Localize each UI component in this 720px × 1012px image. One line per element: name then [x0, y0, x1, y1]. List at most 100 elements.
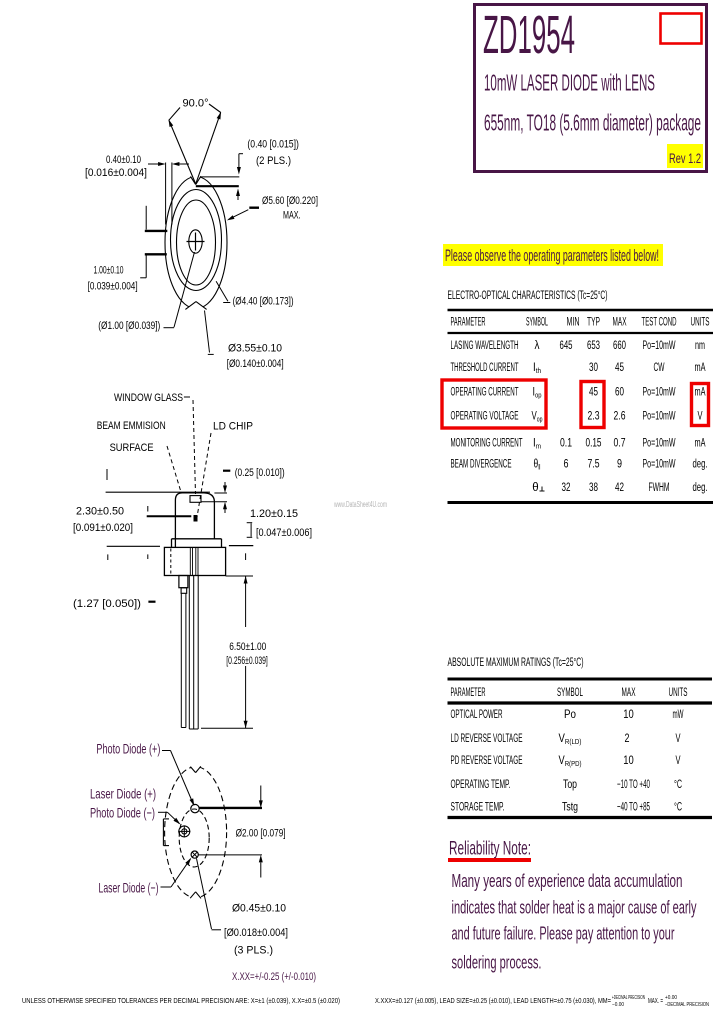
svg-text:38: 38 [589, 482, 598, 494]
svg-text:Photo Diode (−): Photo Diode (−) [90, 805, 155, 821]
svg-text:[0.047±0.006]: [0.047±0.006] [256, 527, 312, 539]
svg-text:MIN: MIN [567, 317, 580, 329]
svg-text:SURFACE: SURFACE [110, 442, 154, 454]
svg-text:2.3: 2.3 [588, 411, 600, 423]
svg-text:mA: mA [695, 362, 706, 374]
svg-text:Many years of experience data: Many years of experience data accumulati… [452, 870, 683, 891]
svg-text:SYMBOL: SYMBOL [557, 687, 583, 699]
svg-text:deg.: deg. [693, 459, 708, 471]
svg-text:Po=10mW: Po=10mW [643, 438, 676, 450]
svg-text:PARAMETER: PARAMETER [451, 687, 486, 699]
svg-text:OPTICAL POWER: OPTICAL POWER [451, 709, 503, 721]
svg-text:V: V [698, 411, 703, 423]
svg-text:X.XX=+/-0.25 (+/-0.010): X.XX=+/-0.25 (+/-0.010) [232, 971, 316, 983]
svg-text:Top: Top [563, 779, 577, 791]
svg-text:0.7: 0.7 [614, 438, 626, 450]
svg-text:Ø2.00 [0.079]: Ø2.00 [0.079] [236, 828, 286, 840]
svg-text:MAX: MAX [622, 687, 636, 699]
svg-text:2.6: 2.6 [614, 411, 626, 423]
svg-text:Photo Diode (+): Photo Diode (+) [96, 741, 160, 757]
svg-text:UNITS: UNITS [691, 317, 710, 329]
svg-text:PARAMETER: PARAMETER [451, 317, 486, 329]
svg-text:[0.016±0.004]: [0.016±0.004] [85, 167, 147, 179]
svg-text:OPERATING VOLTAGE: OPERATING VOLTAGE [451, 411, 519, 423]
svg-text:UNITS: UNITS [669, 687, 688, 699]
svg-text:soldering process.: soldering process. [452, 952, 542, 973]
svg-text:60: 60 [615, 387, 624, 399]
svg-text:SYMBOL: SYMBOL [526, 317, 548, 329]
svg-text:°C: °C [674, 802, 682, 814]
svg-text:WINDOW GLASS: WINDOW GLASS [114, 392, 183, 404]
svg-text:OPERATING TEMP.: OPERATING TEMP. [451, 779, 511, 791]
svg-text:ELECTRO-OPTICAL CHARACTERISTIC: ELECTRO-OPTICAL CHARACTERISTICS (Tc=25°C… [448, 290, 608, 302]
svg-text:mA: mA [695, 438, 706, 450]
svg-text:Tstg: Tstg [562, 802, 578, 814]
svg-text:(Ø1.00 [Ø0.039]): (Ø1.00 [Ø0.039]) [98, 320, 160, 332]
svg-text:Please observe the operating p: Please observe the operating parameters … [445, 246, 659, 265]
svg-text:660: 660 [613, 340, 626, 352]
svg-text:2.30±0.50: 2.30±0.50 [76, 506, 124, 518]
svg-text:Ø5.60 [Ø0.220]: Ø5.60 [Ø0.220] [262, 195, 318, 207]
svg-text:653: 653 [587, 340, 600, 352]
svg-text:MAX: MAX [613, 317, 627, 329]
svg-text:6: 6 [564, 459, 569, 471]
svg-text:[Ø0.140±0.004]: [Ø0.140±0.004] [227, 358, 284, 370]
svg-text:X.XXX=±0.127 (±0.005), LEAD S: X.XXX=±0.127 (±0.005), LEAD SIZE=±0.25 (… [375, 998, 611, 1005]
svg-text:V: V [676, 755, 681, 767]
svg-text:Vop: Vop [532, 411, 543, 424]
svg-text:MAX.: MAX. [283, 210, 301, 222]
svg-text:TEST COND: TEST COND [642, 317, 677, 329]
svg-text:LD CHIP: LD CHIP [213, 421, 253, 433]
svg-text:VR(PD): VR(PD) [559, 755, 582, 768]
svg-text:Im: Im [533, 438, 541, 451]
svg-text:32: 32 [562, 482, 571, 494]
svg-text:LD REVERSE VOLTAGE: LD REVERSE VOLTAGE [451, 733, 523, 745]
svg-text:deg.: deg. [693, 482, 708, 494]
svg-text:PD REVERSE VOLTAGE: PD REVERSE VOLTAGE [451, 755, 523, 767]
svg-text:0.40±0.10: 0.40±0.10 [106, 154, 141, 166]
svg-text:θ‖: θ‖ [534, 459, 541, 472]
svg-text:0.1: 0.1 [560, 438, 572, 450]
svg-text:(0.40 [0.015]): (0.40 [0.015]) [247, 139, 299, 151]
svg-text:+DECIMAL PRECISION: +DECIMAL PRECISION [612, 995, 645, 1001]
svg-text:UNLESS OTHERWISE SPECIFIED TOL: UNLESS OTHERWISE SPECIFIED TOLERANCES PE… [22, 998, 340, 1005]
svg-text:(0.25 [0.010]): (0.25 [0.010]) [235, 467, 285, 479]
svg-text:BEAM EMMISION: BEAM EMMISION [97, 420, 166, 432]
svg-text:indicates that solder heat is: indicates that solder heat is a major ca… [452, 897, 697, 918]
svg-text:BEAM DIVERGENCE: BEAM DIVERGENCE [451, 459, 512, 471]
svg-text:ABSOLUTE MAXIMUM RATINGS (Tc=2: ABSOLUTE MAXIMUM RATINGS (Tc=25°C) [448, 657, 584, 669]
svg-text:[Ø0.018±0.004]: [Ø0.018±0.004] [224, 927, 288, 939]
svg-text:OPERATING CURRENT: OPERATING CURRENT [451, 387, 519, 399]
svg-text:THRESHOLD CURRENT: THRESHOLD CURRENT [451, 362, 519, 374]
svg-text:6.50±1.00: 6.50±1.00 [229, 641, 266, 653]
svg-text:Po: Po [564, 709, 576, 721]
svg-text:Reliability Note:: Reliability Note: [449, 838, 531, 860]
svg-text:MONITORING CURRENT: MONITORING CURRENT [451, 438, 523, 450]
svg-text:10: 10 [623, 755, 634, 767]
svg-text:1.20±0.15: 1.20±0.15 [250, 508, 298, 520]
svg-text:Iop: Iop [533, 387, 542, 400]
svg-text:−40 TO +85: −40 TO +85 [617, 802, 650, 814]
svg-text:MAX. =: MAX. = [648, 998, 663, 1005]
svg-text:Po=10mW: Po=10mW [643, 340, 676, 352]
svg-text:10mW LASER DIODE with LENS: 10mW LASER DIODE with LENS [484, 70, 655, 96]
svg-text:+0.00: +0.00 [665, 995, 677, 1001]
svg-text:655nm, TO18 (5.6mm diameter) p: 655nm, TO18 (5.6mm diameter) package [484, 110, 701, 136]
svg-text:V: V [676, 733, 681, 745]
svg-text:Laser Diode (−): Laser Diode (−) [99, 880, 159, 896]
svg-text:λ: λ [535, 340, 540, 352]
svg-text:TYP: TYP [587, 317, 600, 329]
svg-text:and future failure. Please pay: and future failure. Please pay attention… [452, 923, 675, 944]
svg-text:−0.00: −0.00 [612, 1002, 624, 1008]
svg-text:www.DataSheet4U.com: www.DataSheet4U.com [333, 500, 387, 509]
svg-text:10: 10 [623, 709, 634, 721]
svg-text:Ø3.55±0.10: Ø3.55±0.10 [228, 343, 282, 355]
svg-text:45: 45 [615, 362, 624, 374]
svg-text:Po=10mW: Po=10mW [643, 459, 676, 471]
svg-text:Rev 1.2: Rev 1.2 [669, 150, 701, 166]
svg-text:mW: mW [673, 709, 684, 721]
svg-text:Po=10mW: Po=10mW [643, 387, 676, 399]
svg-text:Ø0.45±0.10: Ø0.45±0.10 [232, 903, 286, 915]
svg-text:[0.039±0.004]: [0.039±0.004] [88, 280, 138, 292]
svg-text:θ: θ [532, 482, 538, 494]
